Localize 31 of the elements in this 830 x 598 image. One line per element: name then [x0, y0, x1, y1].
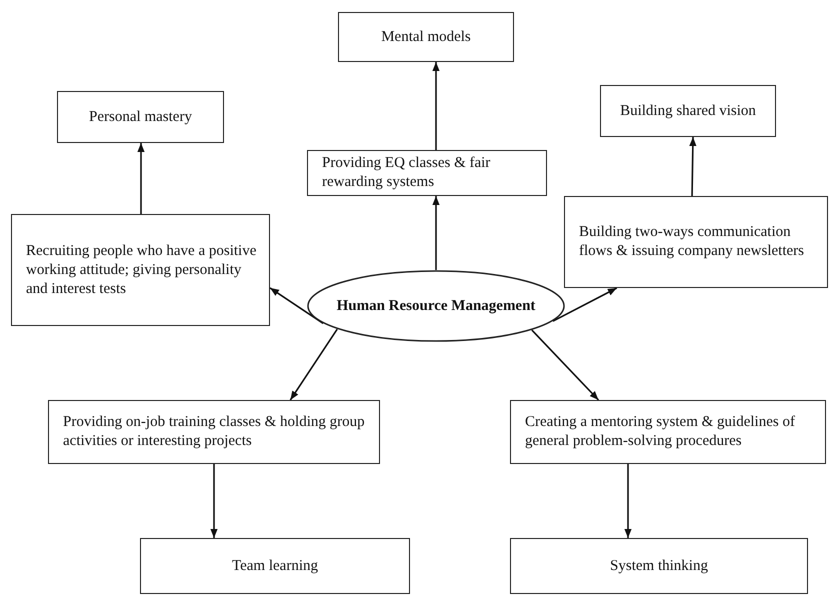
box-label: Team learning [232, 556, 318, 576]
process-box [48, 400, 380, 464]
process-box [140, 538, 410, 594]
box-label: Recruiting people who have a positive working attitude; giving personality and interest tests [26, 242, 258, 298]
central-topic: Human Resource Management [336, 296, 536, 316]
box-label: Providing on-job training classes & holding group activities or interesting projects [63, 413, 366, 451]
process-box [564, 196, 828, 288]
arrow [290, 328, 338, 400]
arrow [689, 136, 696, 196]
arrow [137, 143, 145, 214]
arrow [432, 196, 440, 270]
box-label: Building shared vision [620, 102, 756, 120]
process-box [307, 150, 547, 196]
arrow [432, 62, 440, 150]
box-label: Mental models [381, 28, 471, 46]
arrow [531, 330, 600, 401]
process-box [600, 85, 776, 137]
box-label: Creating a mentoring system & guidelines of general problem-solving procedures [525, 413, 796, 451]
box-label: Building two-ways communication flows & issuing company newsletters [579, 223, 805, 261]
process-box [510, 538, 808, 594]
arrow [624, 464, 632, 538]
process-box [510, 400, 826, 464]
process-box [57, 91, 224, 143]
box-label: System thinking [610, 556, 708, 576]
box-label: Personal mastery [89, 108, 192, 126]
box-label: Providing EQ classes & fair rewarding systems [322, 154, 492, 192]
process-box [338, 12, 514, 62]
arrow [210, 464, 218, 538]
arrow [552, 287, 618, 322]
arrow [270, 287, 324, 324]
process-box [11, 214, 270, 326]
